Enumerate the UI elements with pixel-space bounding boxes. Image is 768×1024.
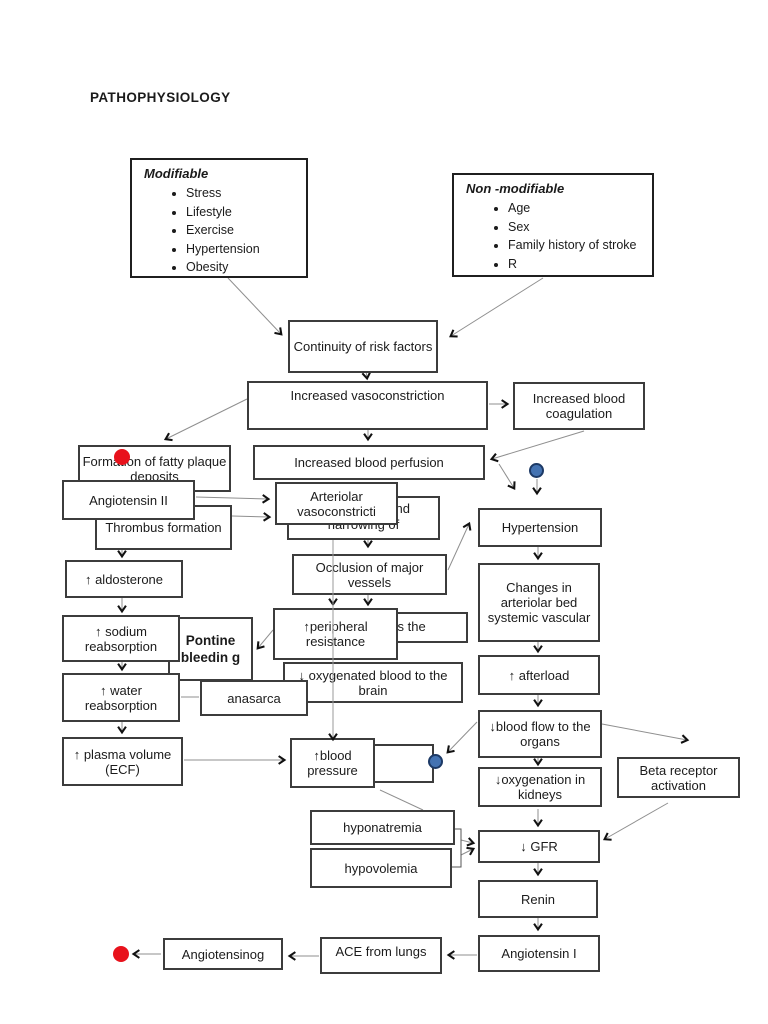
blue-connector-dot-middle — [428, 754, 443, 769]
list-item: Age — [508, 199, 644, 218]
node-decreased-oxygenated-blood-brain: ↓ oxygenated blood to the brain — [283, 662, 463, 703]
non-modifiable-list: Age Sex Family history of stroke R — [466, 199, 644, 273]
narrowing-fragment-line1: nd — [395, 501, 410, 516]
non-modifiable-risk-box: Non -modifiable Age Sex Family history o… — [452, 173, 654, 277]
red-connector-dot-bottom — [113, 946, 129, 962]
blue-connector-dot-top — [529, 463, 544, 478]
node-continuity-of-risk-factors: Continuity of risk factors — [288, 320, 438, 373]
node-increased-vasoconstriction: Increased vasoconstriction — [247, 381, 488, 430]
list-item: R — [508, 255, 644, 274]
node-increased-blood-pressure: ↑blood pressure — [290, 738, 375, 788]
node-increased-plasma-volume: ↑ plasma volume (ECF) — [62, 737, 183, 786]
list-item: Obesity — [186, 258, 298, 276]
node-beta-receptor-activation: Beta receptor activation — [617, 757, 740, 798]
list-item: Stress — [186, 184, 298, 203]
node-increased-sodium-reabsorption: ↑ sodium reabsorption — [62, 615, 180, 662]
list-item: Lifestyle — [186, 203, 298, 222]
node-changes-arteriolar-bed: Changes in arteriolar bed systemic vascu… — [478, 563, 600, 642]
node-increased-water-reabsorption: ↑ water reabsorption — [62, 673, 180, 722]
list-item: Family history of stroke — [508, 236, 644, 255]
node-occlusion-major-vessels: Occlusion of major vessels — [292, 554, 447, 595]
node-increased-peripheral-resistance: ↑peripheral resistance — [273, 608, 398, 660]
node-anasarca: anasarca — [200, 680, 308, 716]
node-decreased-blood-flow-organs: ↓blood flow to the organs — [478, 710, 602, 758]
node-decreased-oxygenation-kidneys: ↓oxygenation in kidneys — [478, 767, 602, 807]
node-angiotensin-i: Angiotensin I — [478, 935, 600, 972]
node-angiotensinogen: Angiotensinog — [163, 938, 283, 970]
node-decreased-gfr: ↓ GFR — [478, 830, 600, 863]
modifiable-list: Stress Lifestyle Exercise Hypertension O… — [144, 184, 298, 276]
modifiable-heading: Modifiable — [144, 166, 209, 181]
node-hypertension: Hypertension — [478, 508, 602, 547]
page-title: PATHOPHYSIOLOGY — [90, 90, 231, 105]
list-item: Hypertension — [186, 240, 298, 259]
node-angiotensin-ii: Angiotensin II — [62, 480, 195, 520]
node-thrombus-formation: Thrombus formation — [95, 505, 232, 550]
node-arteriolar-vasoconstriction: Arteriolar vasoconstricti — [275, 482, 398, 525]
red-connector-dot-top — [114, 449, 130, 465]
node-ace-from-lungs: ACE from lungs — [320, 937, 442, 974]
node-increased-aldosterone: ↑ aldosterone — [65, 560, 183, 598]
node-hypovolemia: hypovolemia — [310, 848, 452, 888]
node-hyponatremia: hyponatremia — [310, 810, 455, 845]
node-increased-afterload: ↑ afterload — [478, 655, 600, 695]
modifiable-risk-box: Modifiable Stress Lifestyle Exercise Hyp… — [130, 158, 308, 278]
node-increased-blood-coagulation: Increased blood coagulation — [513, 382, 645, 430]
list-item: Sex — [508, 218, 644, 237]
list-item: Exercise — [186, 221, 298, 240]
node-renin: Renin — [478, 880, 598, 918]
node-pontine-bleeding: Pontine bleedin g — [168, 617, 253, 681]
non-modifiable-heading: Non -modifiable — [466, 181, 565, 196]
node-increased-blood-perfusion: Increased blood perfusion — [253, 445, 485, 480]
